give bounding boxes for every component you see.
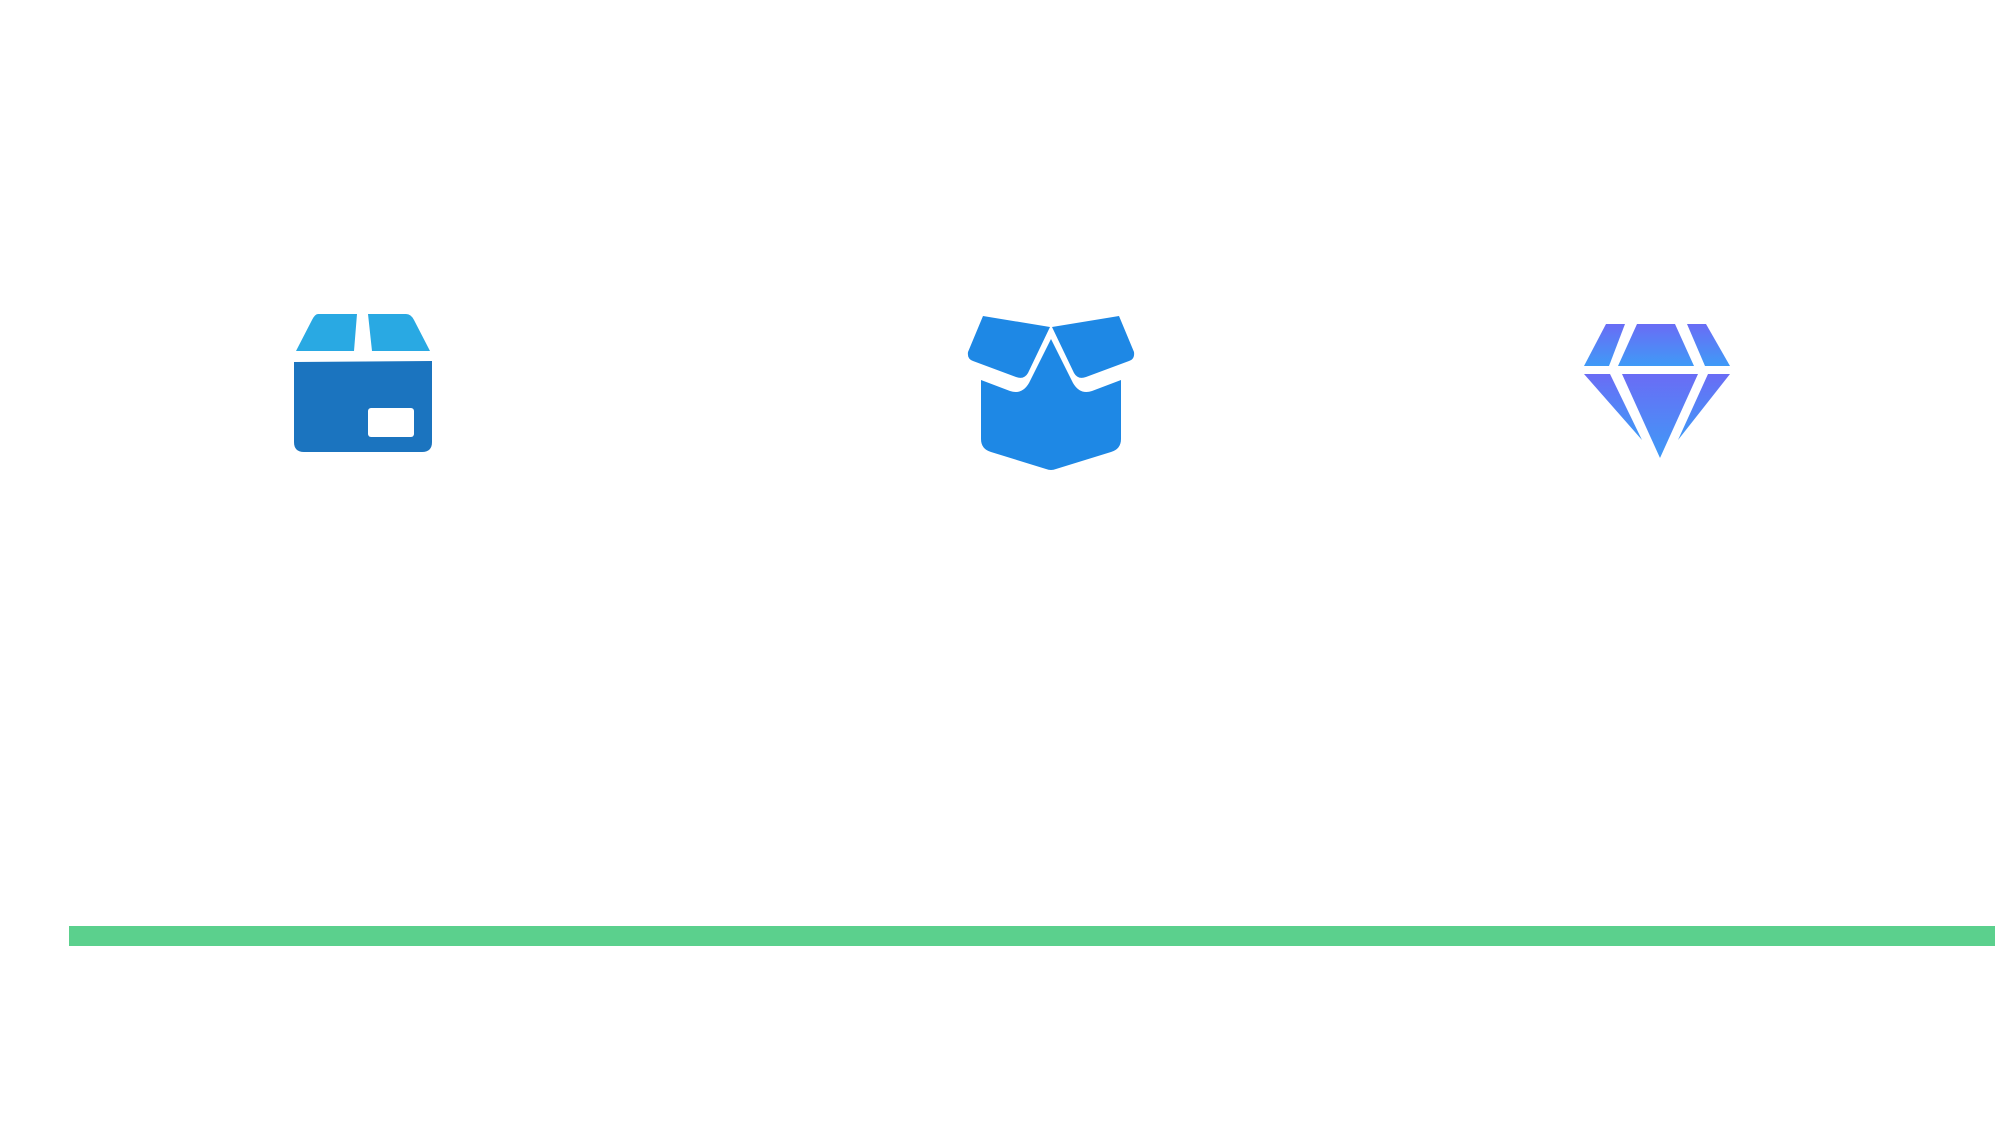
divider-bar (69, 926, 1995, 946)
open-box-icon (967, 316, 1135, 470)
box-icon (294, 314, 432, 452)
diamond-icon (1584, 324, 1730, 458)
